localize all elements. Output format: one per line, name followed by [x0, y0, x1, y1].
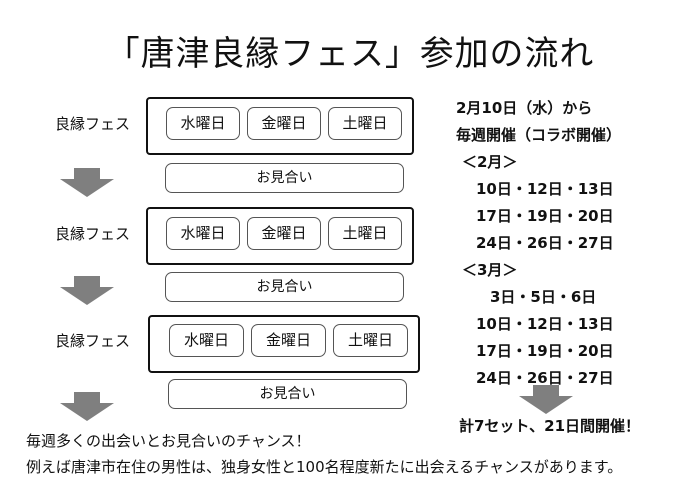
day-sat-1: 土曜日: [328, 107, 402, 140]
schedule-mar-week-2: 10日・12日・13日: [476, 315, 614, 333]
day-wed-1: 水曜日: [166, 107, 240, 140]
day-wed-2: 水曜日: [166, 217, 240, 250]
fes-frame-1: [146, 97, 414, 155]
schedule-feb-week-1: 10日・12日・13日: [476, 180, 614, 198]
omiai-box-1: お見合い: [165, 163, 404, 193]
footer-line-2: 例えば唐津市在住の男性は、独身女性と100名程度新たに出会えるチャンスがあります…: [26, 458, 623, 476]
block-label-2: 良縁フェス: [55, 225, 131, 243]
schedule-month-mar: ＜3月＞: [462, 261, 518, 279]
fes-frame-2: [146, 207, 414, 265]
day-sat-2: 土曜日: [328, 217, 402, 250]
omiai-box-3: お見合い: [168, 379, 407, 409]
schedule-mar-week-3: 17日・19日・20日: [476, 342, 614, 360]
down-arrow-3: [58, 392, 116, 422]
omiai-box-2: お見合い: [165, 272, 404, 302]
schedule-feb-week-3: 24日・26日・27日: [476, 234, 614, 252]
footer-line-1: 毎週多くの出会いとお見合いのチャンス！: [26, 432, 311, 450]
block-label-1: 良縁フェス: [55, 115, 131, 133]
down-arrow-1: [58, 168, 116, 198]
schedule-total: 計7セット、21日間開催！: [459, 417, 641, 435]
day-fri-2: 金曜日: [247, 217, 321, 250]
schedule-mar-week-4: 24日・26日・27日: [476, 369, 614, 387]
page-title: 「唐津良縁フェス」参加の流れ: [105, 34, 595, 73]
day-fri-1: 金曜日: [247, 107, 321, 140]
schedule-weekly: 毎週開催（コラボ開催）: [456, 126, 622, 144]
schedule-start: 2月10日（水）から: [456, 99, 593, 117]
schedule-feb-week-2: 17日・19日・20日: [476, 207, 614, 225]
fes-frame-3: [148, 315, 420, 373]
day-sat-3: 土曜日: [333, 324, 408, 357]
schedule-mar-week-1: 3日・5日・6日: [490, 288, 597, 306]
day-fri-3: 金曜日: [251, 324, 326, 357]
down-arrow-2: [58, 276, 116, 306]
down-arrow-schedule: [517, 385, 575, 415]
schedule-month-feb: ＜2月＞: [462, 153, 518, 171]
block-label-3: 良縁フェス: [55, 332, 131, 350]
day-wed-3: 水曜日: [169, 324, 244, 357]
